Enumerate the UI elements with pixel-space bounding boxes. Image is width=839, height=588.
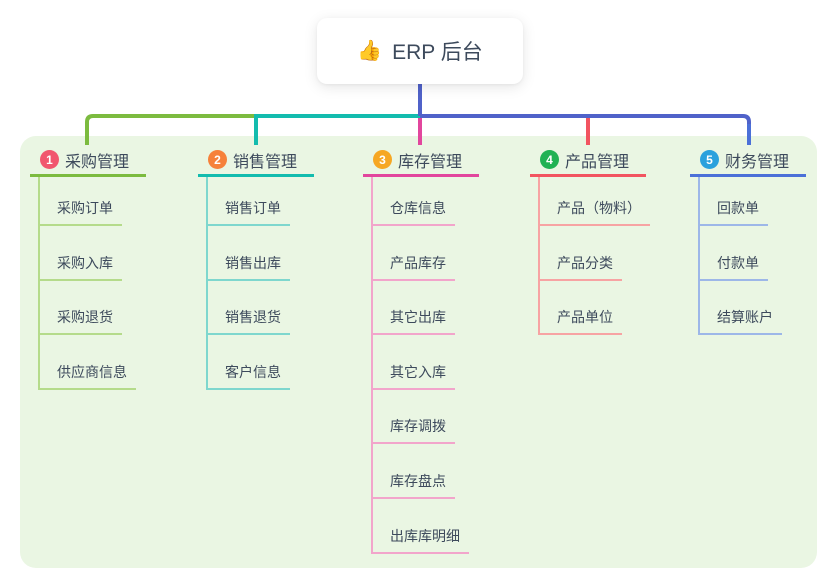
child-node[interactable]: 产品分类 <box>540 226 622 281</box>
branch-node[interactable]: 4 产品管理 <box>530 145 646 177</box>
branch-3: 3 库存管理仓库信息产品库存其它出库其它入库库存调拨库存盘点出库库明细 <box>363 145 479 554</box>
branch-node-label: 销售管理 <box>233 153 298 171</box>
child-node[interactable]: 销售退货 <box>208 281 290 336</box>
child-node[interactable]: 采购入库 <box>40 226 122 281</box>
branch-children: 回款单付款单结算账户 <box>698 177 782 336</box>
child-node[interactable]: 销售订单 <box>208 177 290 226</box>
branch-number-badge: 5 <box>700 150 719 169</box>
branch-children: 仓库信息产品库存其它出库其它入库库存调拨库存盘点出库库明细 <box>371 177 469 554</box>
child-node[interactable]: 采购退货 <box>40 281 122 336</box>
branch-node-label: 采购管理 <box>65 153 130 171</box>
child-node[interactable]: 供应商信息 <box>40 335 136 390</box>
branch-node-label: 产品管理 <box>565 153 630 171</box>
branch-1: 1 采购管理采购订单采购入库采购退货供应商信息 <box>30 145 146 390</box>
child-node[interactable]: 回款单 <box>700 177 768 226</box>
branch-number-badge: 3 <box>373 150 392 169</box>
branch-node[interactable]: 5 财务管理 <box>690 145 806 177</box>
branch-number-badge: 2 <box>208 150 227 169</box>
branch-children: 销售订单销售出库销售退货客户信息 <box>206 177 290 390</box>
child-node[interactable]: 库存调拨 <box>373 390 455 445</box>
child-node[interactable]: 其它出库 <box>373 281 455 336</box>
child-node[interactable]: 其它入库 <box>373 335 455 390</box>
child-node[interactable]: 产品单位 <box>540 281 622 336</box>
branch-node[interactable]: 2 销售管理 <box>198 145 314 177</box>
background-panel <box>20 136 817 568</box>
child-node[interactable]: 结算账户 <box>700 281 782 336</box>
branch-2: 2 销售管理销售订单销售出库销售退货客户信息 <box>198 145 314 390</box>
root-node[interactable]: 👍 ERP 后台 <box>317 18 523 84</box>
branch-4: 4 产品管理产品（物料）产品分类产品单位 <box>530 145 650 336</box>
branch-node-label: 财务管理 <box>725 153 790 171</box>
child-node[interactable]: 库存盘点 <box>373 444 455 499</box>
branch-node[interactable]: 3 库存管理 <box>363 145 479 177</box>
branch-number-badge: 4 <box>540 150 559 169</box>
child-node[interactable]: 客户信息 <box>208 335 290 390</box>
child-node[interactable]: 销售出库 <box>208 226 290 281</box>
child-node[interactable]: 付款单 <box>700 226 768 281</box>
branch-node-label: 库存管理 <box>398 153 463 171</box>
thumbs-up-icon: 👍 <box>357 40 383 62</box>
root-node-label: ERP 后台 <box>392 41 483 64</box>
child-node[interactable]: 产品（物料） <box>540 177 650 226</box>
child-node[interactable]: 出库库明细 <box>373 499 469 554</box>
branch-children: 采购订单采购入库采购退货供应商信息 <box>38 177 136 390</box>
child-node[interactable]: 仓库信息 <box>373 177 455 226</box>
child-node[interactable]: 产品库存 <box>373 226 455 281</box>
branch-5: 5 财务管理回款单付款单结算账户 <box>690 145 806 336</box>
child-node[interactable]: 采购订单 <box>40 177 122 226</box>
branch-node[interactable]: 1 采购管理 <box>30 145 146 177</box>
branch-number-badge: 1 <box>40 150 59 169</box>
branch-children: 产品（物料）产品分类产品单位 <box>538 177 650 336</box>
